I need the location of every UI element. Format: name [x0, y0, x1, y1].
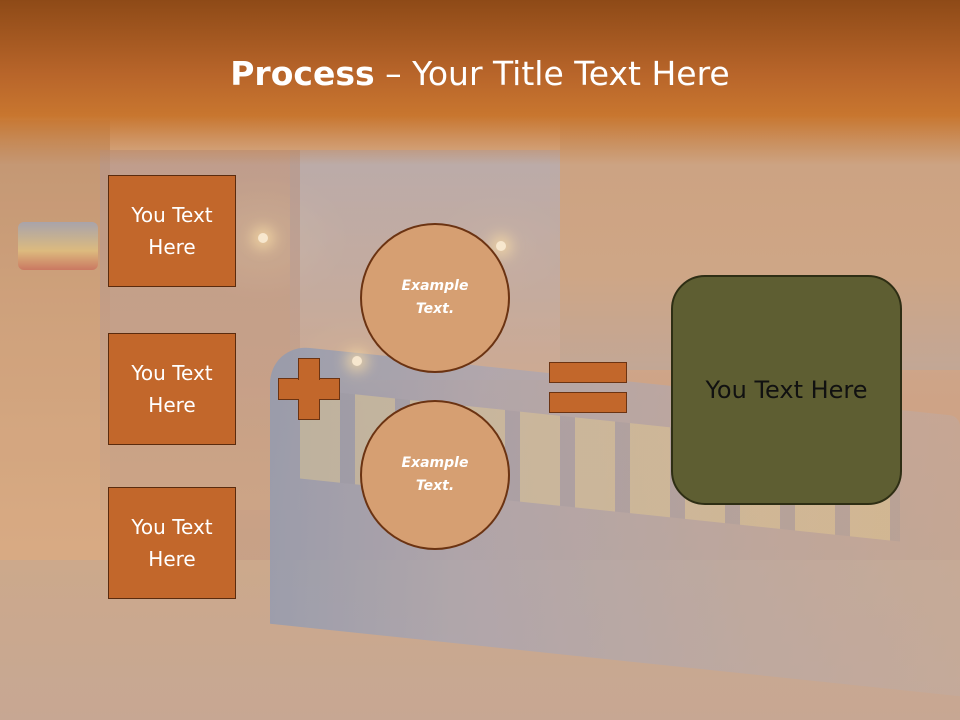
text-box-2: You Text Here [108, 333, 236, 445]
title-bar [0, 0, 960, 165]
result-box-label: You Text Here [705, 376, 868, 404]
plus-icon-fill [279, 379, 339, 399]
streetlight [258, 233, 268, 243]
slide-title: Process – Your Title Text Here [0, 52, 960, 96]
text-box-label: You Text Here [131, 361, 213, 417]
title-rest: – Your Title Text Here [374, 54, 730, 93]
example-circle-label: Example Text. [401, 455, 469, 494]
equals-icon-top-bar [549, 362, 627, 383]
example-circle-1: Example Text. [360, 223, 510, 373]
result-box: You Text Here [671, 275, 902, 505]
example-circle-2: Example Text. [360, 400, 510, 550]
title-strong: Process [230, 54, 375, 93]
background-neon-sign [18, 222, 98, 270]
background-building-left [0, 120, 110, 590]
equals-icon-bottom-bar [549, 392, 627, 413]
text-box-3: You Text Here [108, 487, 236, 599]
text-box-label: You Text Here [131, 203, 213, 259]
text-box-label: You Text Here [131, 515, 213, 571]
example-circle-label: Example Text. [401, 278, 469, 317]
streetlight [496, 241, 506, 251]
streetlight [352, 356, 362, 366]
text-box-1: You Text Here [108, 175, 236, 287]
